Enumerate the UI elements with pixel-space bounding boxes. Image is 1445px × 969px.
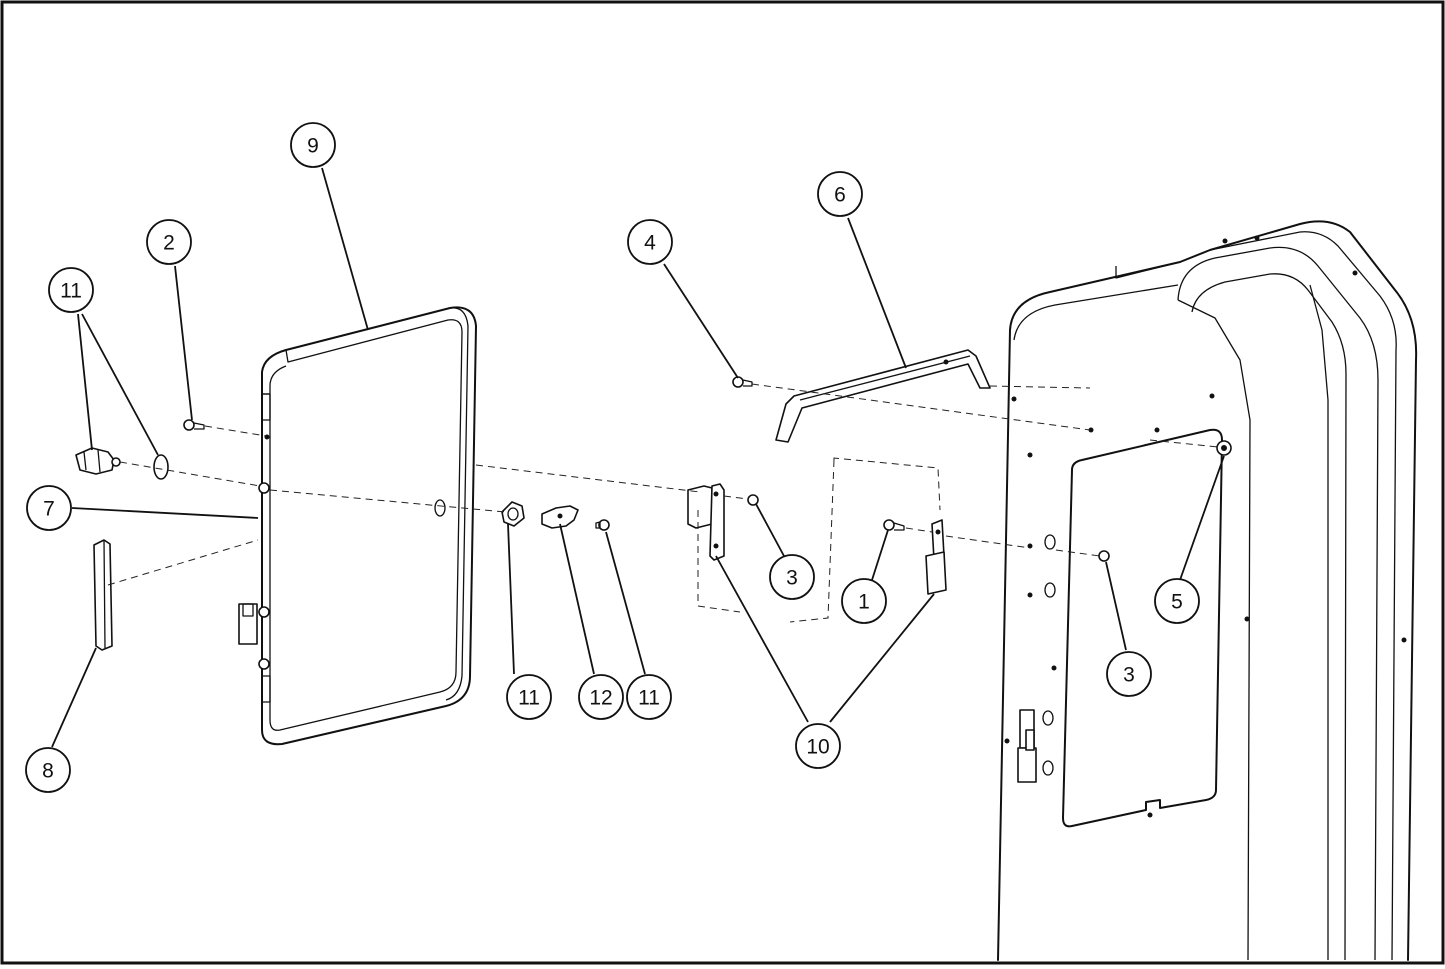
leader-lines bbox=[51, 167, 1225, 748]
hinge-right bbox=[925, 519, 947, 595]
callout-label: 12 bbox=[589, 687, 612, 710]
o-ring bbox=[153, 454, 169, 480]
screw-4 bbox=[732, 376, 753, 388]
callout-label: 5 bbox=[1171, 591, 1183, 614]
callout-label: 3 bbox=[1123, 664, 1135, 687]
latch-screw bbox=[595, 519, 610, 531]
callout-9: 9 bbox=[290, 122, 336, 168]
screw-2 bbox=[183, 419, 205, 431]
callout-label: 11 bbox=[638, 687, 660, 710]
callout-label: 9 bbox=[307, 135, 319, 158]
callout-3-cabinet: 3 bbox=[1106, 651, 1152, 697]
callout-7: 7 bbox=[26, 485, 72, 531]
callout-8: 8 bbox=[25, 747, 71, 793]
top-bracket bbox=[775, 349, 991, 443]
callout-label: 2 bbox=[163, 232, 175, 255]
assembly-lines bbox=[107, 383, 1219, 623]
gasket-strip bbox=[93, 539, 113, 651]
cabinet-body bbox=[997, 220, 1418, 961]
callout-10: 10 bbox=[795, 723, 841, 769]
callout-2: 2 bbox=[146, 219, 192, 265]
callout-11-latch: 11 bbox=[48, 267, 94, 313]
callout-3-hinge: 3 bbox=[769, 554, 815, 600]
callout-12: 12 bbox=[578, 674, 624, 720]
callout-4: 4 bbox=[627, 219, 673, 265]
callout-label: 1 bbox=[858, 591, 870, 614]
nut-3a bbox=[747, 494, 759, 506]
callout-label: 6 bbox=[834, 184, 846, 207]
callout-label: 4 bbox=[644, 232, 656, 255]
callout-label: 3 bbox=[786, 567, 798, 590]
callout-1: 1 bbox=[841, 578, 887, 624]
callout-label: 11 bbox=[60, 280, 82, 303]
callout-11-screw: 11 bbox=[626, 674, 672, 720]
callout-label: 11 bbox=[518, 687, 540, 710]
callout-label: 7 bbox=[43, 498, 55, 521]
latch-cylinder bbox=[75, 447, 121, 475]
latch-nut bbox=[501, 501, 525, 527]
callout-11-nut: 11 bbox=[506, 674, 552, 720]
screw-1 bbox=[883, 519, 905, 531]
latch-cam bbox=[541, 505, 579, 529]
callout-5: 5 bbox=[1154, 578, 1200, 624]
callout-label: 10 bbox=[806, 736, 829, 759]
nut-3b bbox=[1098, 550, 1110, 562]
hinge-left bbox=[687, 483, 725, 561]
callout-6: 6 bbox=[817, 171, 863, 217]
door-panel bbox=[238, 306, 477, 746]
callout-label: 8 bbox=[42, 760, 54, 783]
